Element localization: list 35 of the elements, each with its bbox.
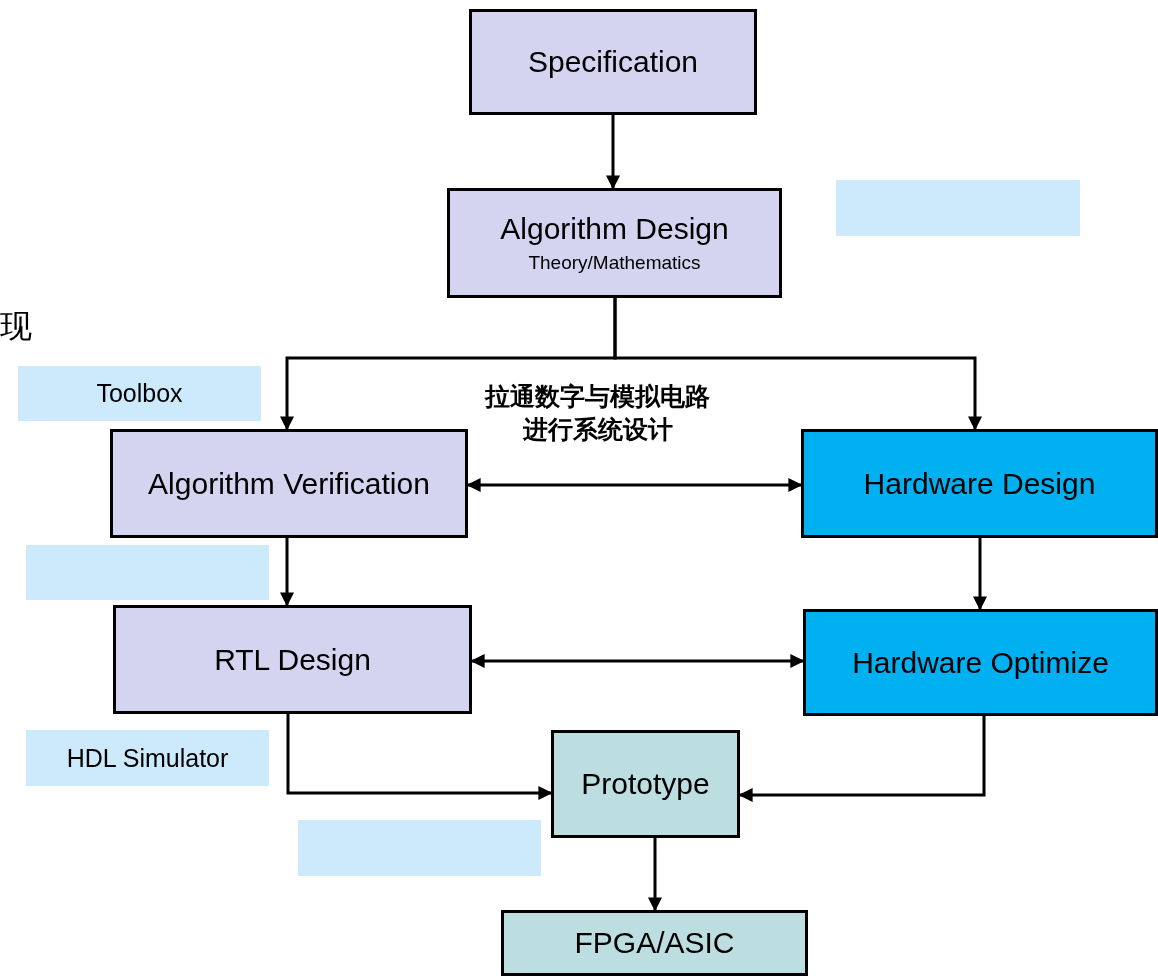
tool-tag [18, 366, 261, 421]
arrow [466, 478, 803, 492]
node-title: FPGA/ASIC [574, 926, 735, 960]
process-box [803, 609, 1158, 716]
node-title: Hardware Design [863, 466, 1096, 501]
tool-tag [26, 730, 269, 786]
node-title: RTL Design [214, 642, 371, 677]
arrow [973, 538, 987, 611]
cut-off-character: 现 [0, 307, 32, 346]
empty-box [836, 180, 1080, 236]
process-box [110, 429, 468, 538]
arrow [286, 714, 553, 800]
node-title: HDL Simulator [66, 743, 229, 773]
arrow [613, 298, 982, 431]
process-box [447, 188, 782, 298]
arrow [470, 654, 805, 668]
process-box [801, 429, 1158, 538]
process-box [469, 9, 757, 115]
arrow [280, 538, 294, 607]
arrow [606, 115, 620, 190]
arrow [648, 838, 662, 912]
process-box [501, 910, 808, 976]
node-title: Specification [527, 45, 699, 79]
node-title: Algorithm Verification [148, 466, 430, 501]
arrow [738, 716, 986, 802]
process-box [113, 605, 472, 714]
node-title: Prototype [581, 767, 710, 801]
node-title: Algorithm Design [500, 212, 729, 246]
empty-box [298, 820, 541, 876]
process-box [551, 730, 740, 838]
node-subtitle: Theory/Mathematics [528, 252, 701, 274]
node-title: Toolbox [96, 379, 183, 408]
annotation-text: 拉通数字与模拟电路进行系统设计 [483, 381, 711, 445]
empty-box [26, 545, 269, 600]
node-title: Hardware Optimize [852, 645, 1109, 680]
